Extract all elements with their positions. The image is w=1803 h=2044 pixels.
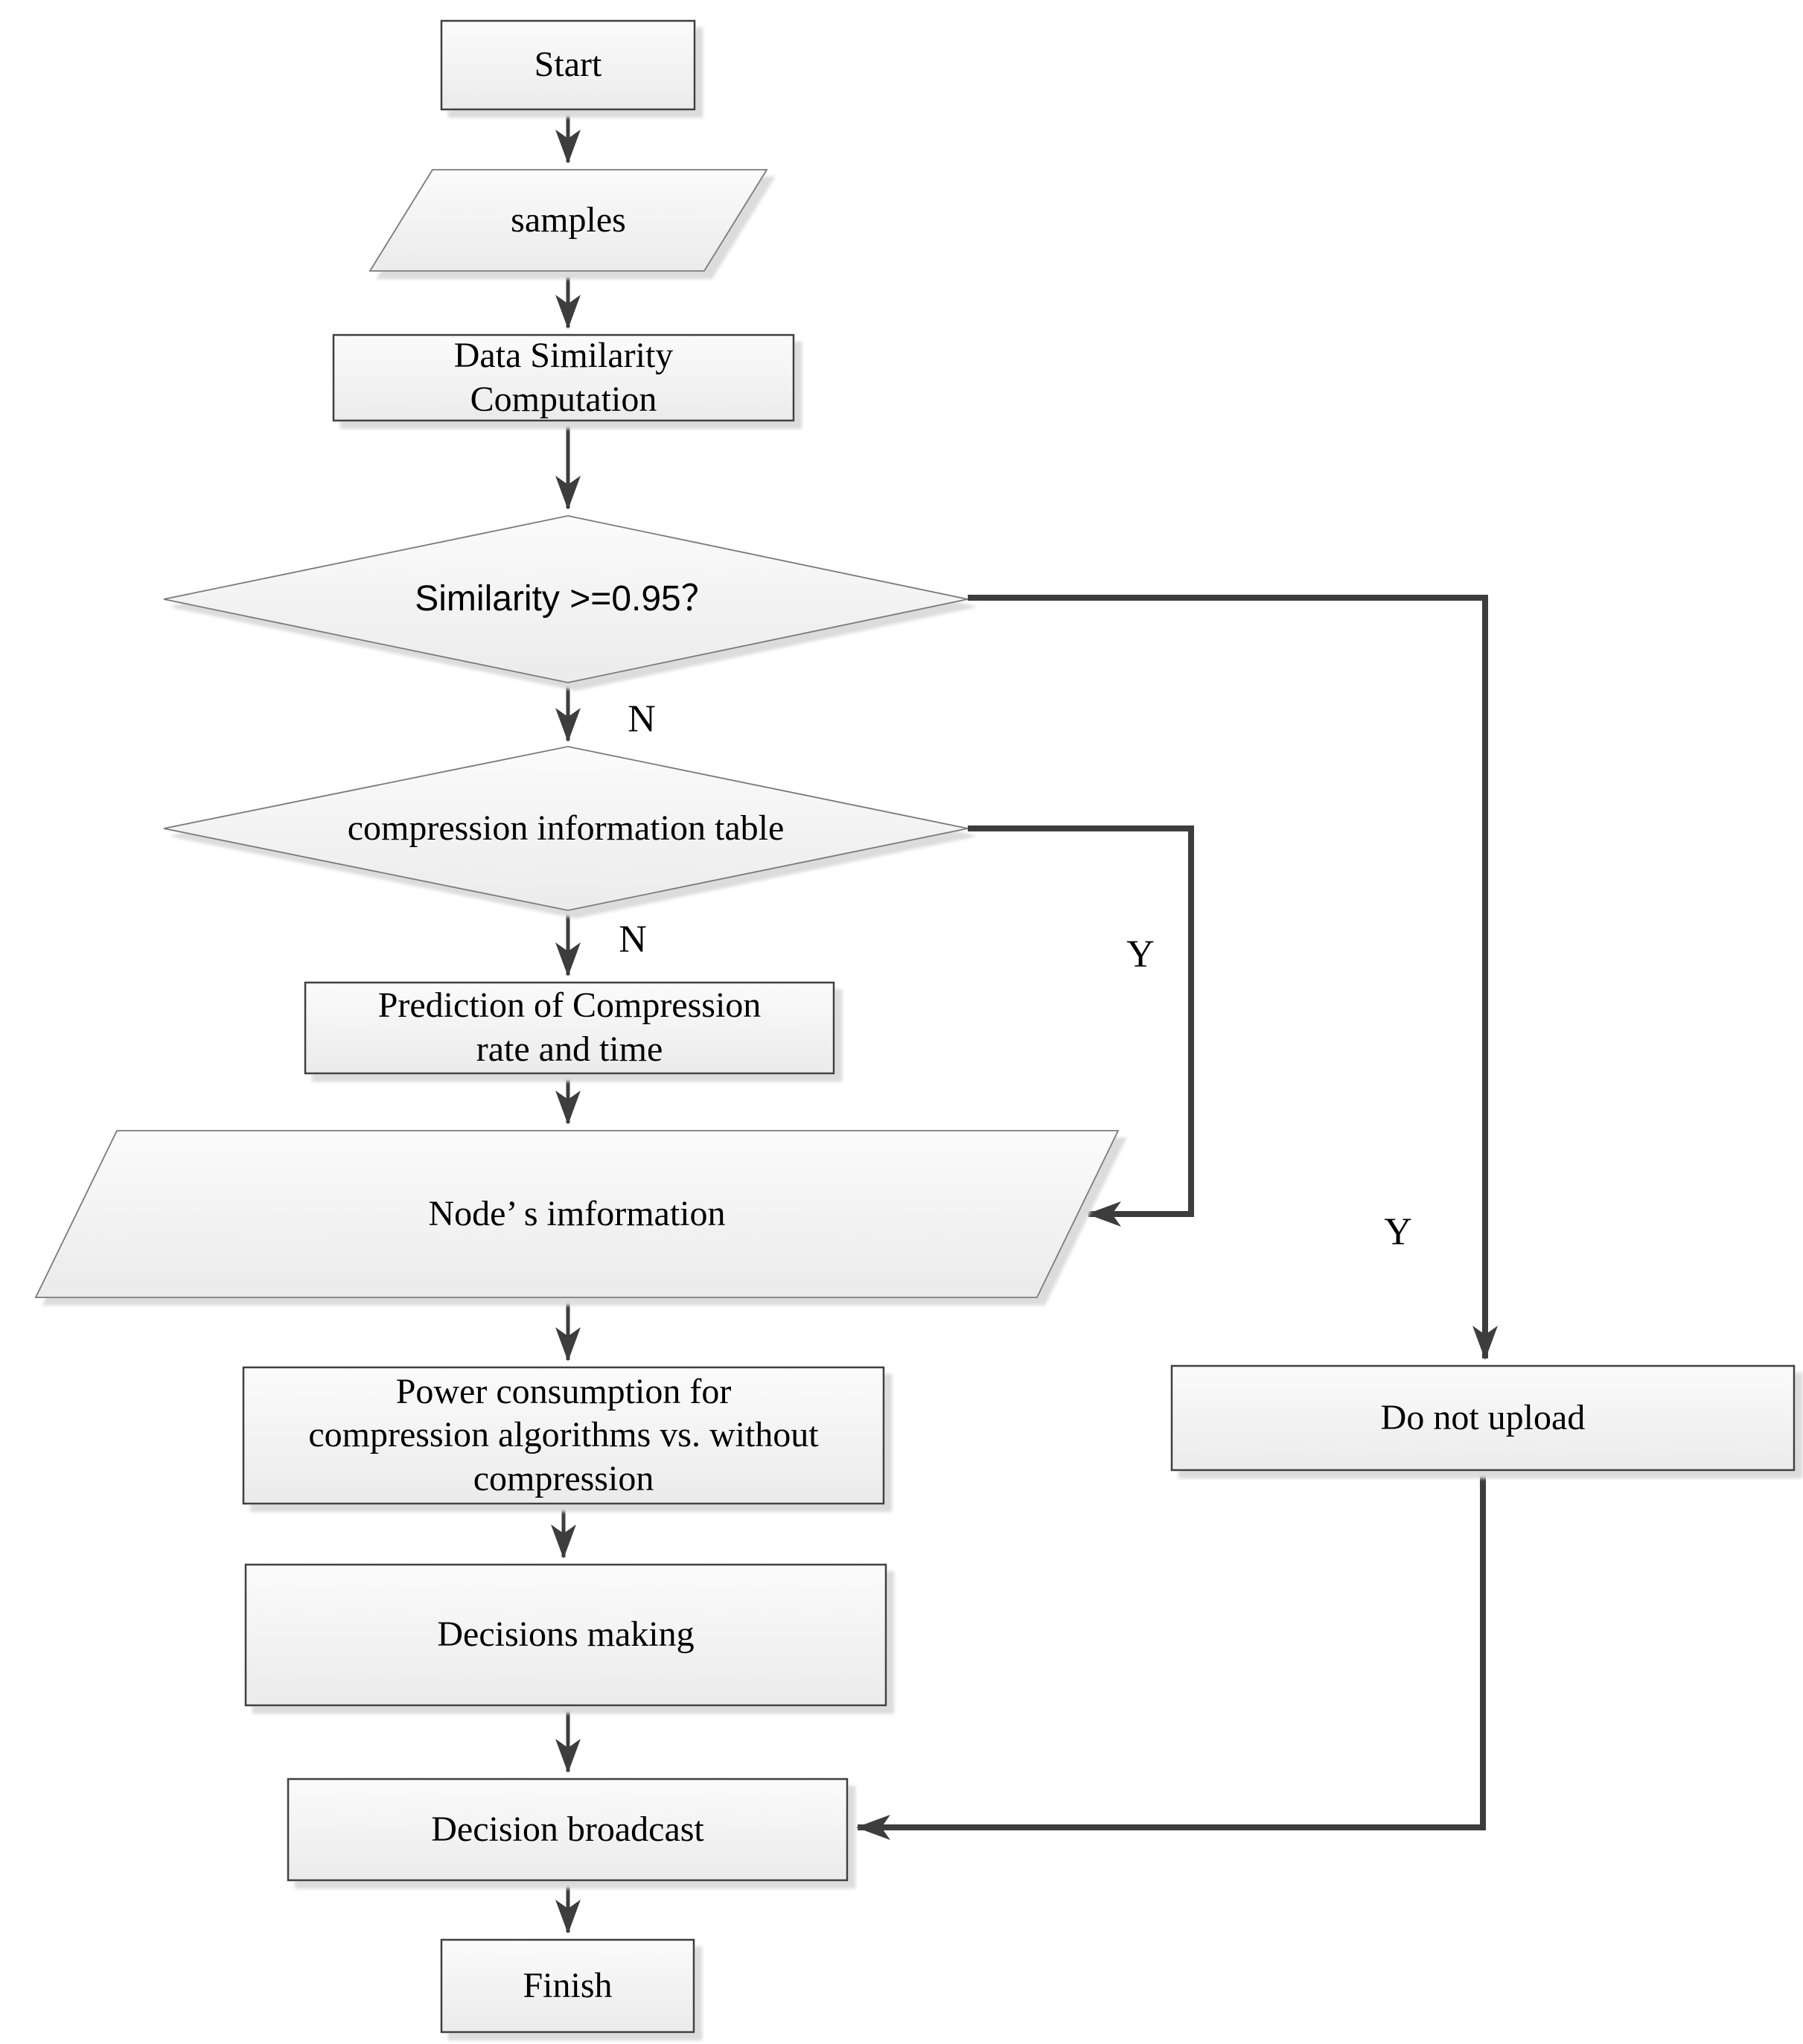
- compression-table-node: [163, 746, 968, 911]
- prediction-node: [304, 981, 835, 1075]
- start-node: [440, 19, 696, 111]
- samples-node: [368, 169, 768, 272]
- edge-donotupload-broadcast: [856, 1470, 1486, 1840]
- decision-broadcast-node: [287, 1778, 849, 1882]
- edge-compressiontable-yes: [968, 825, 1194, 1227]
- do-not-upload-node: [1170, 1364, 1796, 1472]
- decisions-making-node: [244, 1563, 887, 1707]
- edge-similarity-yes: [968, 595, 1498, 1360]
- data-similarity-node: [332, 333, 795, 422]
- node-information-node: [34, 1130, 1120, 1298]
- power-consumption-node: [242, 1366, 885, 1505]
- finish-node: [440, 1938, 695, 2034]
- similarity-check-node: [163, 515, 968, 683]
